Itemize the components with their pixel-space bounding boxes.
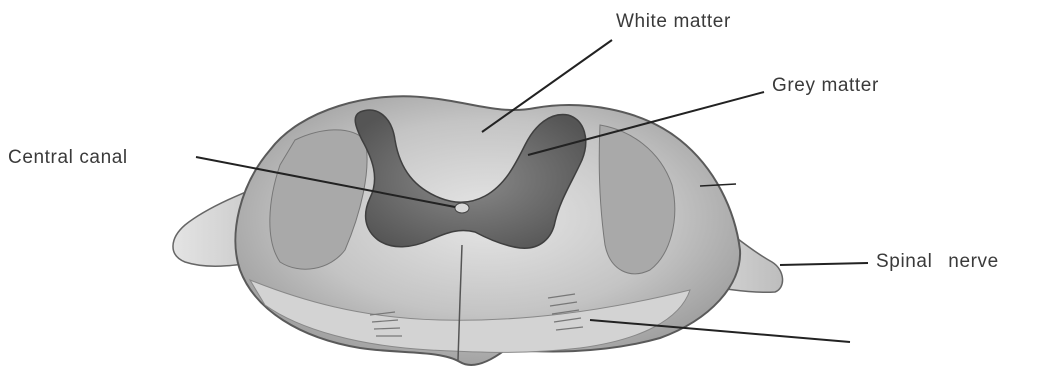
spinal-nerve-leader [780, 263, 868, 265]
spinal-nerve-label: Spinal nerve [876, 252, 999, 271]
grey-matter-label: Grey matter [772, 76, 879, 95]
central-canal [455, 203, 469, 213]
central-canal-label: Central canal [8, 148, 128, 167]
white-matter-label: White matter [616, 12, 731, 31]
